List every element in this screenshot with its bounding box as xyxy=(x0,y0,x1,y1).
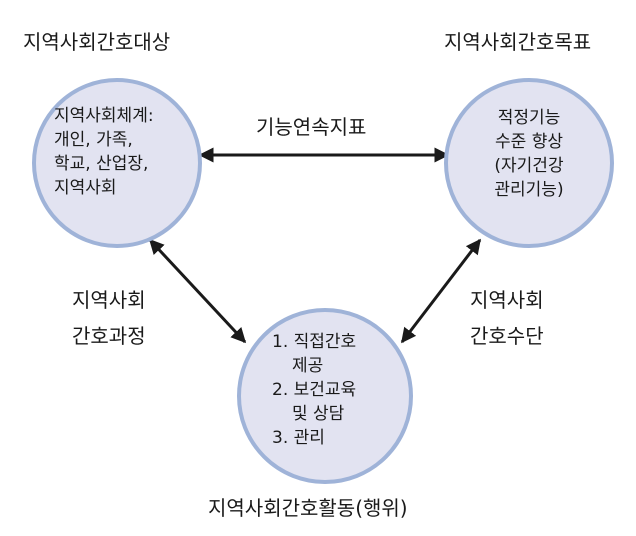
edge-right-line: 간호수단 xyxy=(470,324,544,348)
node-activity-line: 2. 보건교육 xyxy=(272,380,357,400)
node-goal-line: (자기건강 xyxy=(494,156,564,176)
edge-top-label: 기능연속지표 xyxy=(256,115,367,139)
node-goal-line: 관리기능) xyxy=(494,180,564,200)
arrow-subject-activity xyxy=(148,238,247,344)
node-goal-line: 적정기능 xyxy=(497,108,561,128)
node-activity-line: 제공 xyxy=(292,356,324,376)
node-activity-line: 3. 관리 xyxy=(272,428,325,448)
node-activity-line: 및 상담 xyxy=(292,404,345,424)
node-activity-text: 1. 직접간호 제공 2. 보건교육 및 상담 3. 관리 xyxy=(272,330,356,450)
node-subject-line: 학교, 산업장, xyxy=(54,154,149,174)
node-subject-title: 지역사회간호대상 xyxy=(23,30,171,54)
node-activity-line: 1. 직접간호 xyxy=(272,332,357,352)
edge-right-label: 지역사회 간호수단 xyxy=(470,282,544,354)
arrow-goal-activity xyxy=(400,238,482,344)
node-subject-circle xyxy=(32,78,202,248)
edge-right-line: 지역사회 xyxy=(470,288,544,312)
edge-left-line: 지역사회 xyxy=(72,288,146,312)
node-subject-line: 지역사회 xyxy=(54,178,117,198)
node-activity-title: 지역사회간호활동(행위) xyxy=(208,496,408,520)
node-goal-circle xyxy=(444,78,614,248)
node-subject-text: 지역사회체계: 개인, 가족, 학교, 산업장, 지역사회 xyxy=(54,104,154,200)
node-goal-title: 지역사회간호목표 xyxy=(444,30,592,54)
node-subject-line: 개인, 가족, xyxy=(54,130,133,150)
node-goal-text: 적정기능 수준 향상 (자기건강 관리기능) xyxy=(444,106,614,202)
edge-left-label: 지역사회 간호과정 xyxy=(72,282,146,354)
node-subject-line: 지역사회체계: xyxy=(54,106,154,126)
edge-left-line: 간호과정 xyxy=(72,324,146,348)
node-activity-circle xyxy=(237,308,413,484)
node-goal-line: 수준 향상 xyxy=(495,132,563,152)
